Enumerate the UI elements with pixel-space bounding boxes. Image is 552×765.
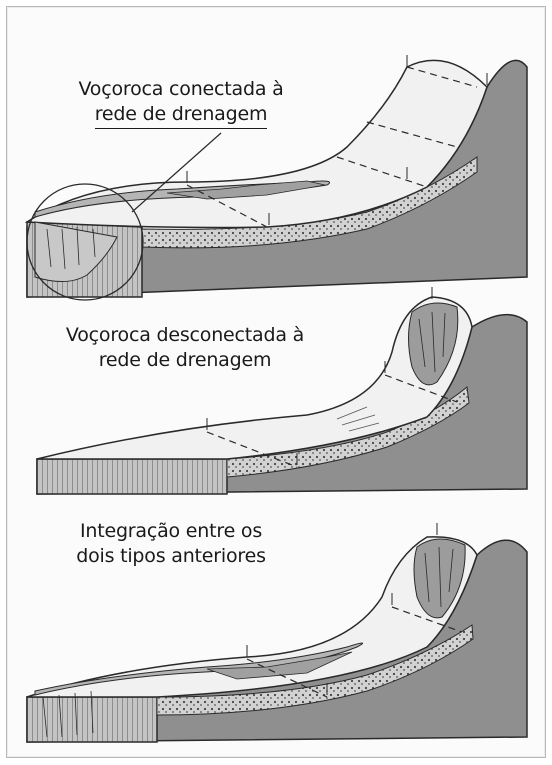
label-integration-line2: dois tipos anteriores: [51, 544, 291, 569]
label-disconnected: Voçoroca desconectada à rede de drenagem: [45, 323, 325, 373]
block-disconnected: [37, 287, 527, 494]
label-integration: Integração entre os dois tipos anteriore…: [51, 519, 291, 569]
label-disconnected-line2: rede de drenagem: [45, 348, 325, 373]
label-connected-line1: Voçoroca conectada à: [51, 77, 311, 102]
label-connected: Voçoroca conectada à rede de drenagem: [51, 77, 311, 129]
label-connected-line2: rede de drenagem: [95, 102, 268, 129]
label-integration-line1: Integração entre os: [51, 519, 291, 544]
front-face: [37, 459, 227, 494]
label-disconnected-line1: Voçoroca desconectada à: [45, 323, 325, 348]
diagram-frame: Voçoroca conectada à rede de drenagem Vo…: [6, 6, 546, 758]
